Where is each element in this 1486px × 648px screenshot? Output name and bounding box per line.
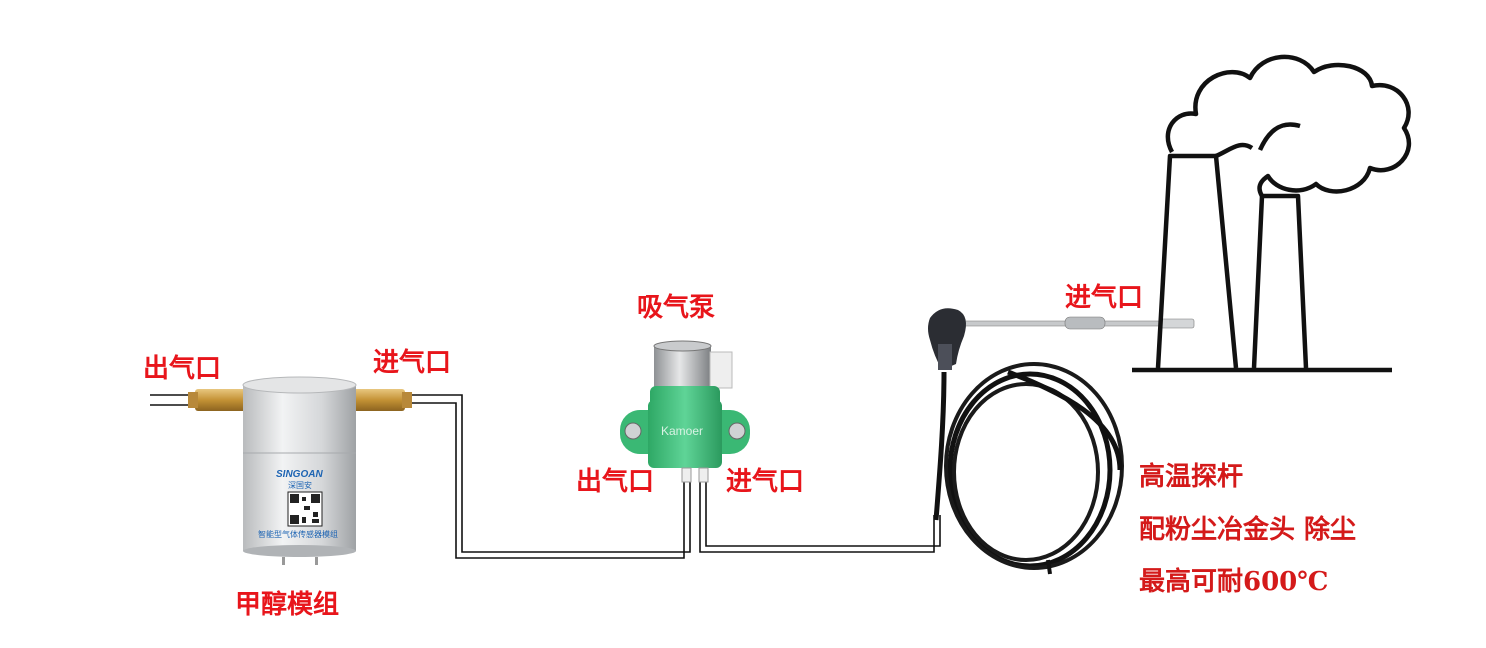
probe-note-2: 配粉尘冶金头 除尘 [1139,515,1357,545]
probe-inlet-label: 进气口 [1065,283,1144,313]
module-brand-cn: 深国安 [288,481,312,490]
chimney-left [1155,153,1239,369]
high-temp-probe [928,308,1195,575]
pump-outlet-label: 出气口 [576,467,655,497]
module-caption: 智能型气体传感器模组 [258,530,338,539]
pump-brand: Kamoer [661,424,704,438]
tubing [150,394,941,559]
probe-handle [928,308,966,370]
probe-note-1: 高温探杆 [1139,462,1244,492]
pump-inlet-port [698,467,709,483]
methanol-module [188,376,412,565]
screw-left [624,422,642,440]
factory-chimney-smoke-icon [1132,54,1412,373]
module-outlet-label: 出气口 [143,354,222,384]
chimney-right [1251,193,1309,369]
probe-note-3: 最高可耐600℃ [1139,567,1329,597]
probe-rod [961,320,1163,327]
module-inlet-label: 进气口 [373,348,452,378]
pump-outlet-port [681,467,692,483]
module-brand: SINGOAN [276,469,323,480]
pump-to-probe-pipe [699,480,935,553]
smoke-cloud [1165,54,1412,198]
probe-cable [933,371,947,521]
inlet-nozzle [353,389,405,411]
outlet-nozzle [195,389,247,411]
module-name-label: 甲醇模组 [235,590,340,620]
pump-name-label: 吸气泵 [637,293,716,323]
pump-inlet-label: 进气口 [726,467,805,497]
air-pump [620,340,750,483]
module-to-pump-pipe [400,394,691,553]
qr-code [287,491,323,527]
